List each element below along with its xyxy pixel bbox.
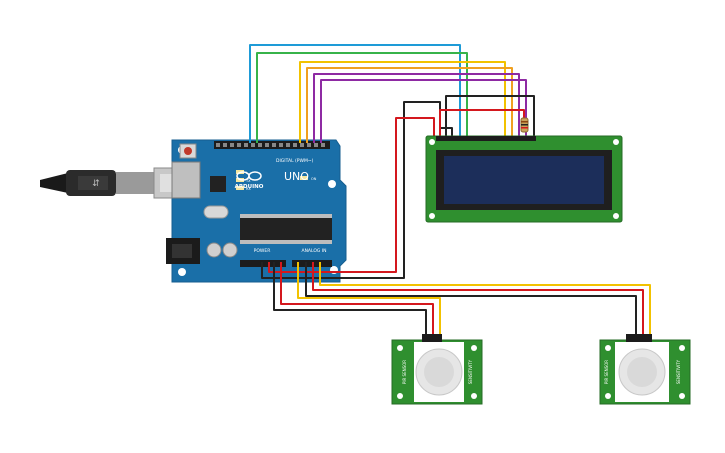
wires-power [261,95,535,279]
lcd-display [425,117,623,223]
power-header-label: POWER [254,248,271,254]
pir1-label-left: PIR SENSOR [402,360,407,384]
wire-yellow-pir2 [319,262,651,336]
power-jack [166,238,200,264]
resistor [520,117,529,133]
svg-text:⇵: ⇵ [92,179,100,189]
wire-purple-2 [320,79,527,143]
digital-header [214,141,330,149]
pir-sensor-2: PIR SENSOR SENSITIVITY [599,334,691,405]
rx-label: RX [246,187,251,191]
reset-button[interactable] [179,143,197,159]
wire-red-lcd-2 [439,109,525,136]
arduino-uno-board: L TX RX ON ARDUINO UNO DIGITAL ( [166,139,347,283]
arduino-logo: ARDUINO [235,171,264,190]
model-label: UNO [284,170,309,183]
wire-black-lcd [261,101,453,279]
wire-black-pir1 [273,262,427,336]
wires-digital-to-lcd [249,44,527,143]
wire-red-pir1 [280,262,434,336]
brand-label: ARDUINO [235,184,264,190]
pir1-label-right: SENSITIVITY [468,359,473,384]
pir-sensor-1: PIR SENSOR SENSITIVITY [391,334,483,405]
wire-blue [249,44,461,143]
on-label: ON [311,177,317,181]
wire-red-lcd [268,117,435,273]
wire-green [256,52,468,143]
wire-yellow [299,61,506,143]
wire-purple [313,73,520,143]
digital-header-label: DIGITAL (PWM~) [276,158,314,164]
wire-red-pir2 [312,262,644,336]
tx-label: TX [245,179,251,183]
wire-yellow-pir1 [297,262,441,336]
pir2-label-left: PIR SENSOR [604,360,609,384]
wire-black-lcd-2 [445,95,535,136]
pir2-label-right: SENSITIVITY [676,359,681,384]
wire-black-pir2 [305,262,637,336]
wire-orange [306,67,513,143]
lcd-screen [444,156,604,204]
analog-header-label: ANALOG IN [301,248,326,254]
atmega-chip [240,214,332,244]
wires-sensors [273,262,651,336]
lcd-pin-header [436,136,536,141]
